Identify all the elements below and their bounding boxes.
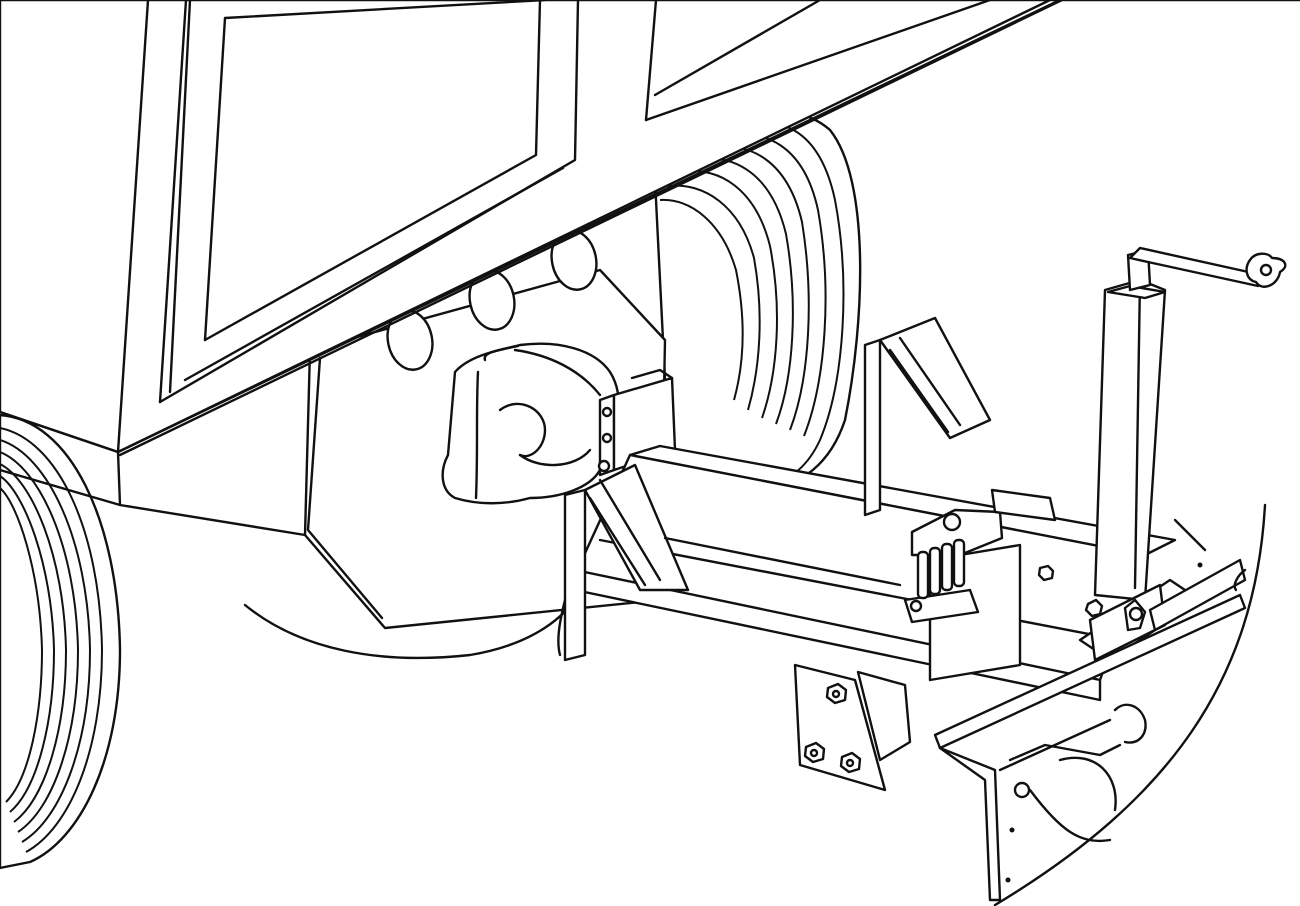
detail-view-boundary [993,503,1267,906]
rear-tires [653,110,862,490]
trailer-frame-rail [557,536,902,657]
hinge-bracket [903,488,1057,682]
bolt-head [803,741,826,764]
jack-crank-handle [1128,246,1287,288]
bolt-head [839,751,862,774]
mount-plate [793,663,912,792]
left-tire [0,413,122,870]
bolt-head [825,682,848,705]
gusset-brackets [563,316,992,662]
rear-cross-member [933,558,1247,902]
hitch-coupler [441,342,620,505]
